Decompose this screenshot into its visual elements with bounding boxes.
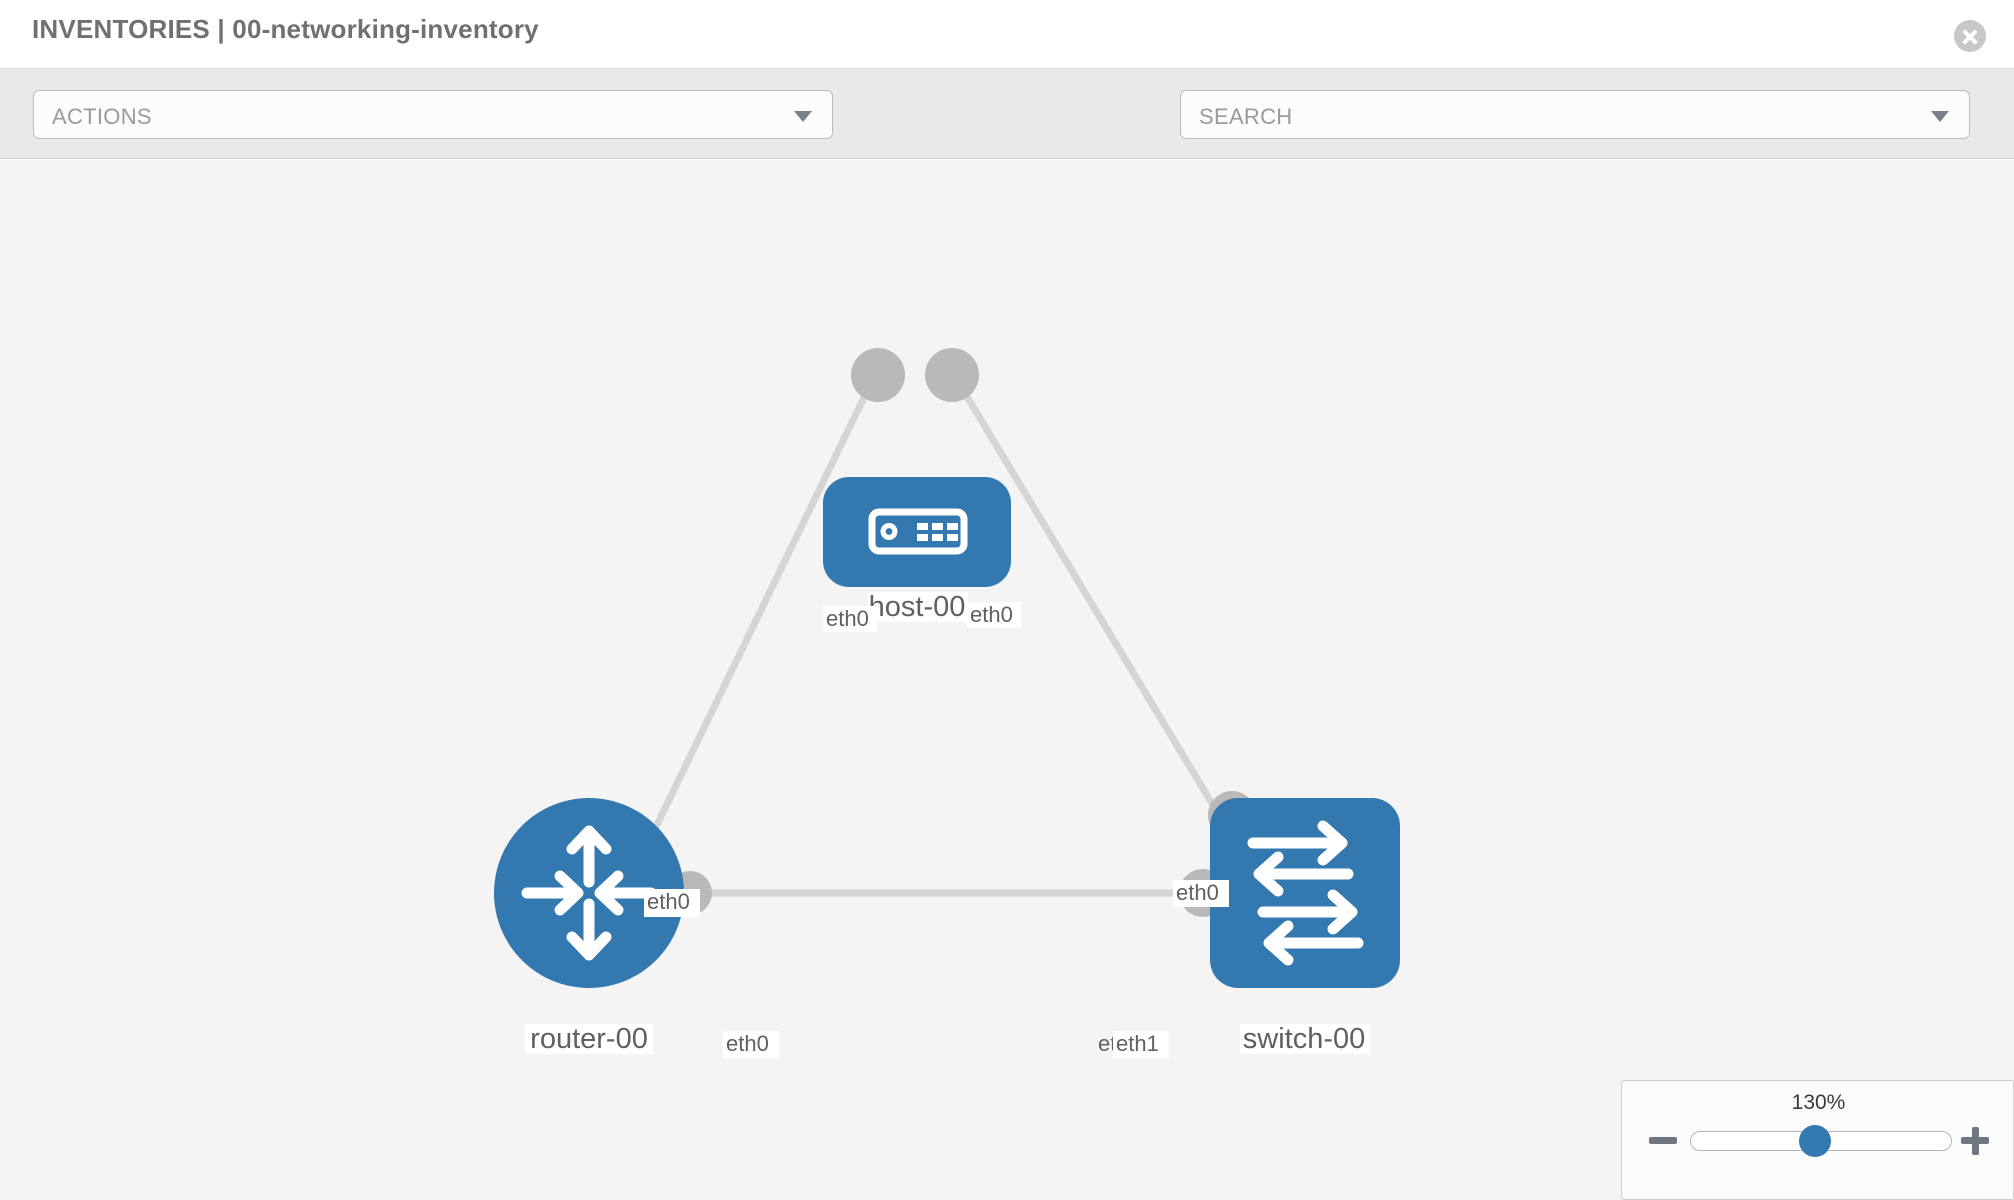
iface-text: eth0 [970, 602, 1013, 627]
node-switch-00[interactable]: switch-00 [1210, 798, 1400, 1055]
close-icon[interactable] [1954, 20, 1986, 52]
actions-dropdown[interactable]: ACTIONS [33, 90, 833, 139]
toolbar: ACTIONS SEARCH [0, 69, 2014, 198]
zoom-slider-thumb[interactable] [1799, 1125, 1831, 1157]
anchor-host-left[interactable] [851, 348, 905, 402]
minus-icon[interactable] [1646, 1123, 1680, 1157]
server-icon [868, 508, 968, 555]
iface-text: eth0 [1176, 880, 1219, 905]
node-switch-00-label: switch-00 [1243, 1023, 1366, 1055]
iface-text: eth0 [826, 606, 869, 631]
zoom-control-panel: 130% [1621, 1080, 2014, 1200]
search-placeholder: SEARCH [1199, 104, 1293, 129]
node-host-00[interactable]: host-00 [823, 477, 1011, 623]
anchor-host-right[interactable] [925, 348, 979, 402]
iface-label-host-left: eth0 [823, 606, 877, 632]
router-arrows-icon [521, 825, 657, 961]
chevron-down-icon [794, 111, 812, 122]
node-router-00-label: router-00 [530, 1023, 648, 1055]
edge-host-switch[interactable] [957, 383, 1243, 852]
iface-text: eth0 [726, 1031, 769, 1056]
iface-text: eth0 [647, 889, 690, 914]
iface-label-host-right: eth0 [967, 602, 1021, 628]
search-input[interactable]: SEARCH [1180, 90, 1970, 139]
iface-label-switch-host: eth0 [1173, 880, 1229, 907]
topology-canvas[interactable]: host-00 eth0 eth0 [0, 160, 2014, 1200]
node-router-00-shape[interactable] [494, 798, 684, 988]
switch-arrows-icon [1247, 820, 1364, 966]
iface-label-router-diagonal: eth0 [644, 889, 700, 916]
iface-text: eth1 [1116, 1031, 1159, 1056]
plus-icon-bar-v [1971, 1126, 1979, 1155]
zoom-level-value: 130% [1791, 1091, 1846, 1114]
topology-graph: host-00 eth0 eth0 [494, 348, 1400, 1058]
iface-label-router-switch: eth0 [723, 1031, 779, 1058]
node-host-00-label: host-00 [869, 591, 966, 623]
page-title: INVENTORIES | 00-networking-inventory [32, 14, 539, 44]
node-host-00-shape[interactable] [823, 477, 1011, 587]
plus-icon[interactable] [1958, 1123, 1992, 1157]
node-switch-00-shape[interactable] [1210, 798, 1400, 988]
actions-dropdown-label: ACTIONS [52, 104, 152, 129]
iface-label-switch-router: eth1 [1113, 1031, 1169, 1058]
page-header: INVENTORIES | 00-networking-inventory [0, 0, 2014, 69]
minus-icon-bar [1649, 1137, 1677, 1144]
edge-host-router[interactable] [636, 383, 874, 862]
chevron-down-icon [1931, 111, 1949, 122]
node-router-00[interactable]: router-00 [494, 798, 684, 1055]
